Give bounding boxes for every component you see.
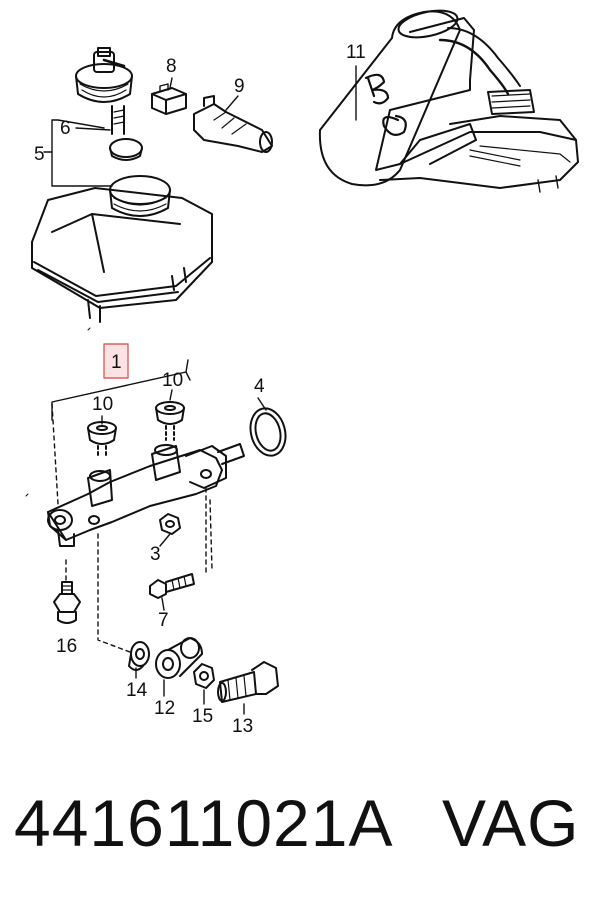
o-ring: [249, 407, 287, 457]
banjo-fitting: [155, 637, 203, 679]
callout-1: 1: [111, 352, 122, 373]
callout-4: 4: [254, 376, 265, 397]
reservoir-cap: [75, 47, 143, 161]
washer: [128, 641, 150, 671]
callout-13: 13: [232, 716, 253, 737]
bolt: [149, 573, 195, 599]
bleeder-valve: [53, 581, 81, 624]
callout-9: 9: [234, 76, 245, 97]
callout-7: 7: [158, 610, 169, 631]
callout-5: 5: [34, 144, 45, 165]
callout-10-right: 10: [162, 370, 183, 391]
callout-11: 11: [346, 42, 366, 63]
callout-8: 8: [166, 56, 177, 77]
hollow-bolt: [217, 661, 279, 703]
grommet-left: [87, 421, 117, 459]
callout-16: 16: [56, 636, 77, 657]
callout-6: 6: [60, 118, 71, 139]
callout-12: 12: [154, 698, 175, 719]
callout-labels: 1 3 4 5 6 7 8 9 10 10 11 12 13 14 15 16: [34, 42, 366, 737]
rubber-boot: [193, 95, 273, 153]
grommet-right: [155, 401, 185, 441]
brand-label: VAG: [442, 786, 580, 860]
fluid-container: [318, 9, 579, 193]
small-nut: [193, 663, 215, 689]
callout-15: 15: [192, 706, 213, 727]
leader-lines: [25, 65, 357, 715]
callout-14: 14: [126, 680, 148, 701]
part-number: 441611021A: [14, 786, 394, 860]
parts-diagram: 1 3 4 5 6 7 8 9 10 10 11 12 13 14 15 16: [25, 9, 579, 737]
master-cylinder: [47, 443, 245, 547]
connector-plug: [151, 83, 187, 115]
callout-10-left: 10: [92, 394, 113, 415]
callout-3: 3: [150, 544, 161, 565]
nut: [159, 513, 181, 535]
callout-1-highlight: [103, 343, 129, 379]
reservoir: [31, 175, 213, 323]
